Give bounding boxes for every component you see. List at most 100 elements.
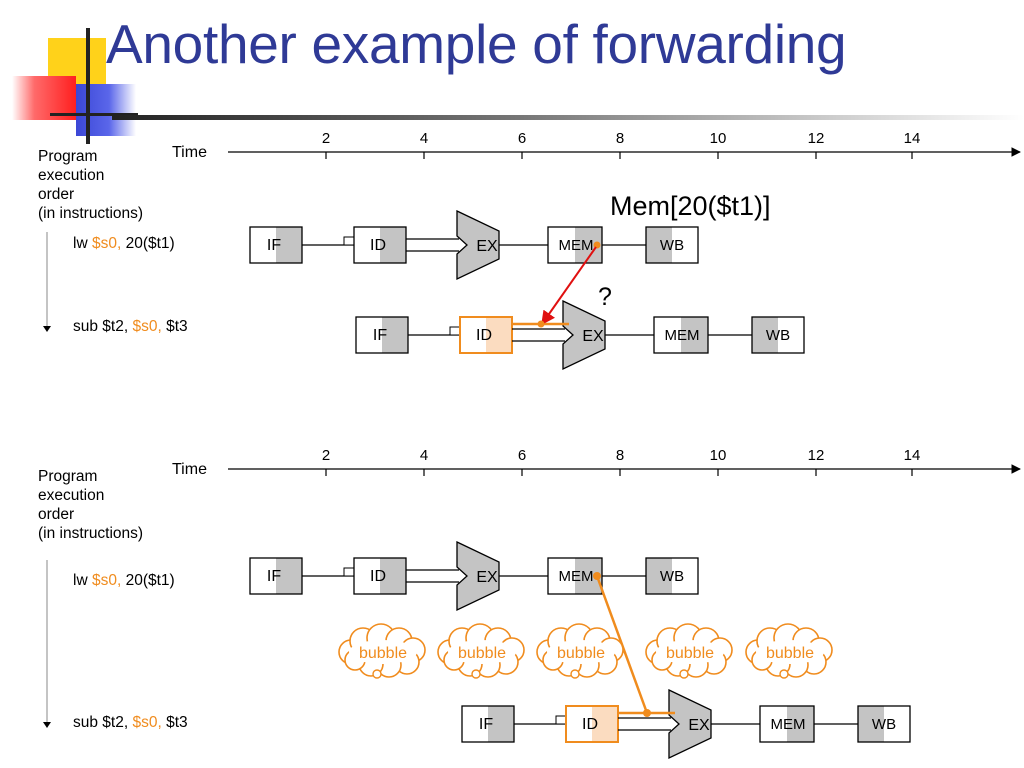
forward-dest-dot — [643, 709, 651, 717]
instruction-token: $t3 — [162, 318, 188, 335]
time-tick-label: 14 — [904, 130, 921, 147]
p2-i2-wb: WB — [857, 705, 911, 743]
bubble-cloud-fill — [349, 640, 417, 664]
order-label-line: order — [38, 186, 74, 203]
p1-i1-if: IF — [249, 226, 303, 264]
order-label-line: Program — [38, 468, 97, 485]
bubble-cloud-fill — [547, 640, 615, 664]
instruction-token: 20($t1) — [121, 572, 174, 589]
p1-i2-wb-shade — [752, 317, 778, 353]
p1-i2-ex-label: EX — [582, 328, 604, 345]
p2-i1-if-shade — [276, 558, 302, 594]
p2-i2-mem-label: MEM — [771, 716, 806, 733]
forward-dest-dot — [537, 320, 545, 328]
time-tick-label: 14 — [904, 447, 921, 464]
bubble-cloud: bubble — [338, 623, 426, 679]
time-tick-label: 4 — [420, 447, 428, 464]
bubble-cloud-label: bubble — [666, 645, 714, 662]
time-label: Time — [172, 144, 207, 161]
instruction-label: lw $s0, 20($t1) — [73, 235, 175, 252]
p2-i2-wb-shade — [858, 706, 884, 742]
p2-i2-if-label: IF — [479, 716, 493, 733]
bubble-cloud-tail — [471, 669, 481, 679]
p1-i2-wb-border — [751, 316, 805, 354]
time-tick-label: 6 — [518, 130, 526, 147]
bubble-cloud-tail — [779, 669, 789, 679]
time-tick-label: 10 — [710, 130, 727, 147]
time-label: Time — [172, 461, 207, 478]
instruction-label: lw $s0, 20($t1) — [73, 572, 175, 589]
p1-i1-ex-shape — [456, 209, 500, 281]
order-label-line: (in instructions) — [38, 205, 143, 222]
order-arrowhead — [43, 722, 51, 728]
order-label-line: Program — [38, 148, 97, 165]
p1-i2-id: ID — [459, 316, 513, 354]
p2-i2-ex-shape — [668, 688, 712, 760]
p1-i2-id-label: ID — [476, 327, 492, 344]
p2-i2-id-shade — [592, 706, 618, 742]
p2-i1-if: IF — [249, 557, 303, 595]
p1-i1-wb-label: WB — [660, 237, 684, 254]
p1-i2-if-shade — [382, 317, 408, 353]
time-tick-label: 12 — [808, 447, 825, 464]
instruction-token: lw — [73, 572, 92, 589]
bubble-cloud-tail — [679, 669, 689, 679]
memory-annotation: Mem[20($t1)] — [610, 191, 771, 221]
p2-i2-wb-label: WB — [872, 716, 896, 733]
p1-i2-ex-shape — [562, 299, 606, 371]
logo-cross-horizontal — [50, 113, 138, 116]
p1-i1-id-label: ID — [370, 237, 386, 254]
instruction-label: sub $t2, $s0, $t3 — [73, 318, 188, 335]
forward-arrow — [541, 246, 597, 326]
logo-red-square — [12, 76, 76, 120]
time-tick-label: 8 — [616, 130, 624, 147]
p1-i1-id-border — [353, 226, 407, 264]
p1-i2-mem: MEM — [653, 316, 709, 354]
bubble-cloud: bubble — [536, 623, 624, 679]
p1-i1-id-shade — [380, 227, 406, 263]
p1-i2-mem-label: MEM — [665, 327, 700, 344]
order-label-line: order — [38, 506, 74, 523]
p2-i2-id-label: ID — [582, 716, 598, 733]
bubble-cloud-fill — [448, 640, 516, 664]
instruction-token: $s0, — [132, 318, 161, 335]
page-title: Another example of forwarding — [106, 13, 847, 75]
p2-i2-mem-shade — [787, 706, 814, 742]
p2-i2-ex-label: EX — [688, 717, 710, 734]
p2-i1-id-border — [353, 557, 407, 595]
bubble-cloud: bubble — [745, 623, 833, 679]
p1-i1-wb-shade — [646, 227, 672, 263]
question-mark: ? — [598, 283, 612, 311]
order-arrowhead — [43, 326, 51, 332]
order-label-line: execution — [38, 487, 104, 504]
time-tick-label: 4 — [420, 130, 428, 147]
p2-i1-id-shade — [380, 558, 406, 594]
p1-i1-id-notch — [343, 236, 355, 246]
instruction-token: sub $t2, — [73, 318, 132, 335]
order-label-line: (in instructions) — [38, 525, 143, 542]
p2-i1-id-label: ID — [370, 568, 386, 585]
p2-i1-ex: EX — [456, 540, 500, 612]
instruction-token: lw — [73, 235, 92, 252]
time-tick-label: 12 — [808, 130, 825, 147]
p1-i1-mem-label: MEM — [559, 237, 594, 254]
bubble-cloud-tail — [570, 669, 580, 679]
time-tick-label: 8 — [616, 447, 624, 464]
order-label-line: execution — [38, 167, 104, 184]
slide-logo — [0, 0, 140, 150]
bubble-cloud-label: bubble — [557, 645, 605, 662]
p1-i1-ex: EX — [456, 209, 500, 281]
p2-i1-wb-label: WB — [660, 568, 684, 585]
p2-i2-id-notch — [555, 715, 567, 725]
bubble-cloud: bubble — [645, 623, 733, 679]
p2-i2-if-shade — [488, 706, 514, 742]
bubble-cloud-label: bubble — [359, 645, 407, 662]
p1-i1-id: ID — [353, 226, 407, 264]
p1-i1-mem: MEM — [547, 226, 603, 264]
instruction-label: sub $t2, $s0, $t3 — [73, 714, 188, 731]
instruction-token: sub $t2, — [73, 714, 132, 731]
time-tick-label: 2 — [322, 447, 330, 464]
bubble-cloud-fill — [756, 640, 824, 664]
p1-i2-id-shade — [486, 317, 512, 353]
